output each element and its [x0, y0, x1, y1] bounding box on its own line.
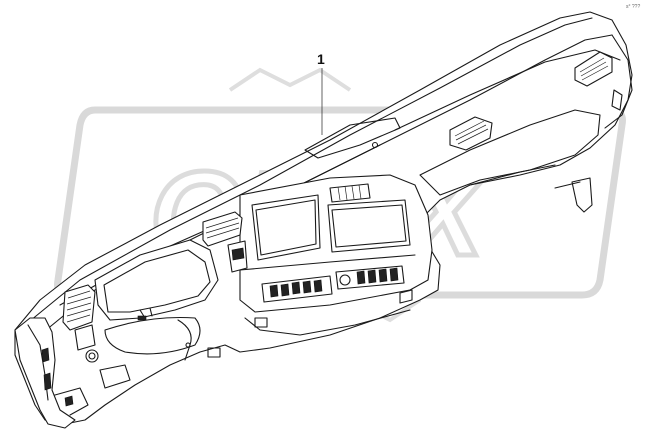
- center-console: [207, 174, 433, 358]
- reference-code: s° ???: [626, 4, 640, 10]
- air-vent-right-outer: [574, 51, 613, 87]
- left-end-panel: [14, 317, 89, 429]
- callout-number: 1: [317, 51, 325, 67]
- instrument-cluster: [94, 239, 219, 361]
- air-vent-center-left: [202, 211, 248, 273]
- air-vent-left: [62, 284, 131, 389]
- air-vent-right-center: [449, 116, 493, 151]
